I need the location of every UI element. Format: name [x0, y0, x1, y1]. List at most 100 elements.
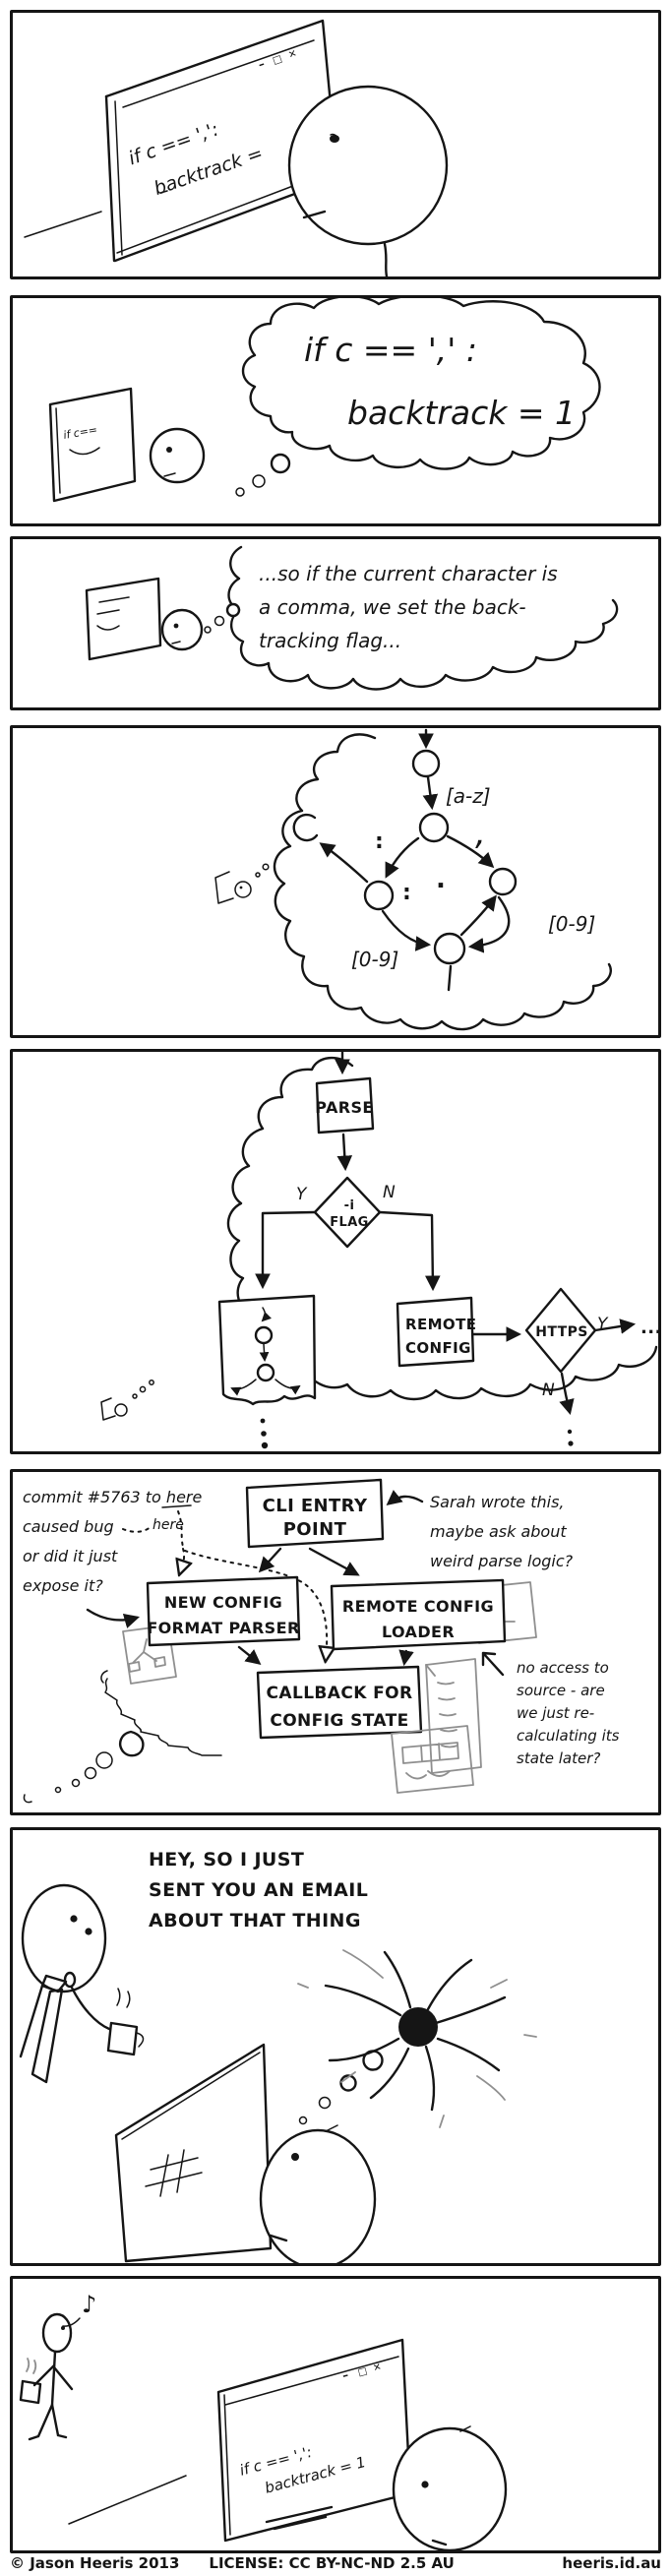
note-sarah-line2: maybe ask about [430, 1522, 567, 1541]
coworker-head [41, 2312, 73, 2354]
callback-label-2: CONFIG STATE [270, 1711, 408, 1731]
transition-colon-label-2: : [402, 881, 411, 905]
thought-cloud [241, 298, 601, 470]
hair-tick [459, 2425, 471, 2432]
https-label: HTTPS [535, 1324, 587, 1340]
parse-box [315, 1076, 375, 1135]
mini-monitor: if c== [48, 387, 137, 503]
label-09-left: [0-9] [351, 948, 398, 971]
whistle: ♪ [62, 2291, 97, 2327]
coworker-head [21, 1883, 107, 1993]
panel-7: HEY, SO I JUST SENT YOU AN EMAIL ABOUT T… [10, 1827, 661, 2266]
eye [61, 2326, 65, 2330]
thought-code-2: backtrack = 1 [347, 394, 576, 432]
mouth [431, 2539, 448, 2546]
tie [30, 1988, 64, 2084]
footer: © Jason Heeris 2013 LICENSE: CC BY-NC-ND… [10, 2554, 661, 2572]
ellipsis-below-https [567, 1429, 574, 1446]
programmer-head [392, 2425, 508, 2550]
transition-az-arrow [422, 775, 439, 811]
license: LICENSE: CC BY-NC-ND 2.5 AU [209, 2554, 455, 2572]
dotted-arrows [178, 1510, 327, 1659]
thought-line-2: a comma, we set the back- [259, 595, 526, 619]
eye [421, 2481, 429, 2488]
collapsing-thought-scribble [297, 1949, 537, 2128]
thought-trail [235, 453, 291, 497]
https-yes-arrow [593, 1319, 637, 1334]
https-no-label: N [542, 1380, 555, 1400]
note-commit-here: here [152, 1517, 184, 1533]
torn-diagram-box [217, 1294, 317, 1406]
note-commit: commit #5763 to here caused bug here or … [23, 1488, 202, 1595]
screen-code: if c == ',': backtrack = 1 [238, 2443, 368, 2497]
https-no-arrow [559, 1372, 575, 1416]
mini-monitor [85, 577, 162, 661]
remote-config-box [396, 1296, 475, 1368]
music-note: ♪ [82, 2291, 97, 2318]
steam [116, 1988, 131, 2008]
parser-label-1: NEW CONFIG [164, 1593, 282, 1612]
programmer-head [259, 2124, 377, 2263]
mouth [302, 210, 327, 219]
callback-label-1: CALLBACK FOR [267, 1684, 413, 1703]
steam [26, 2358, 37, 2374]
screen-code: if c == ',': backtrack = [126, 119, 266, 201]
state-3 [363, 880, 395, 911]
panel-2: if c == ',' : backtrack = 1 if c== [10, 295, 661, 526]
note-to-parser-arrow [86, 1608, 141, 1628]
sketch-paper-table [391, 1725, 474, 1794]
parse-to-flag-arrow [336, 1133, 353, 1172]
state-machine: [a-z] : , : . [0-9] [0-9] [292, 728, 595, 992]
note-sarah-line3: weird parse logic? [430, 1552, 574, 1570]
transition-up-right-arrow [459, 894, 497, 937]
window-controls: – □ ✕ [257, 48, 299, 72]
source-pointer-arrow [481, 1651, 505, 1677]
parser-to-callback-arrow [237, 1645, 262, 1665]
body-line [50, 2350, 57, 2407]
tiny-thinker [214, 863, 270, 904]
panel-6: commit #5763 to here caused bug here or … [10, 1469, 661, 1815]
parser-box: NEW CONFIG FORMAT PARSER [146, 1575, 301, 1647]
flag-yes-label: Y [296, 1185, 308, 1204]
flag-label-1: -i [344, 1198, 355, 1213]
eye [173, 623, 179, 629]
desk-line [24, 190, 168, 238]
monitor: – □ ✕ if c == ',': backtrack = 1 [216, 2338, 412, 2543]
transition-09-arrow-right [467, 895, 511, 953]
panel-3: ...so if the current character is a comm… [10, 536, 661, 710]
flag-label-2: FLAG [330, 1215, 369, 1230]
here-underline [161, 1504, 192, 1508]
programmer-head [149, 427, 206, 484]
maximize-icon: □ [272, 53, 284, 67]
close-icon: ✕ [287, 48, 299, 61]
programmer-head [160, 608, 204, 651]
https-diamond [524, 1287, 597, 1374]
remote-label-2: CONFIG [405, 1339, 471, 1357]
state-open [292, 813, 319, 842]
note-source-line5: state later? [517, 1749, 600, 1767]
neck [383, 242, 389, 276]
whiteboard-sketch [145, 2149, 203, 2197]
tiny-thinker [100, 1380, 154, 1421]
parser-label-2: FORMAT PARSER [147, 1619, 299, 1637]
cli-entry-box: CLI ENTRY POINT [245, 1478, 385, 1549]
state-2 [418, 812, 450, 843]
continuation-line [447, 964, 453, 992]
legs [28, 2403, 68, 2441]
https-yes-more: ... [640, 1318, 658, 1338]
eye [166, 447, 172, 453]
state-4 [488, 867, 518, 896]
label-09-right: [0-9] [548, 912, 595, 936]
dot-label: . [436, 865, 446, 894]
close-icon: ✕ [372, 2361, 383, 2374]
transition-up-left-arrow [319, 842, 369, 884]
yes-branch [255, 1210, 317, 1290]
mouth [171, 641, 181, 644]
state-5 [433, 932, 466, 965]
note-source-line1: no access to [517, 1659, 609, 1677]
arms [32, 2363, 74, 2391]
flowchart: PARSE -i FLAG Y N REMOTE CONFIG HTTPS Y … [217, 1052, 658, 1449]
loader-label-1: REMOTE CONFIG [342, 1597, 494, 1616]
coworker [19, 1883, 145, 2084]
maximize-icon: □ [357, 2365, 369, 2378]
